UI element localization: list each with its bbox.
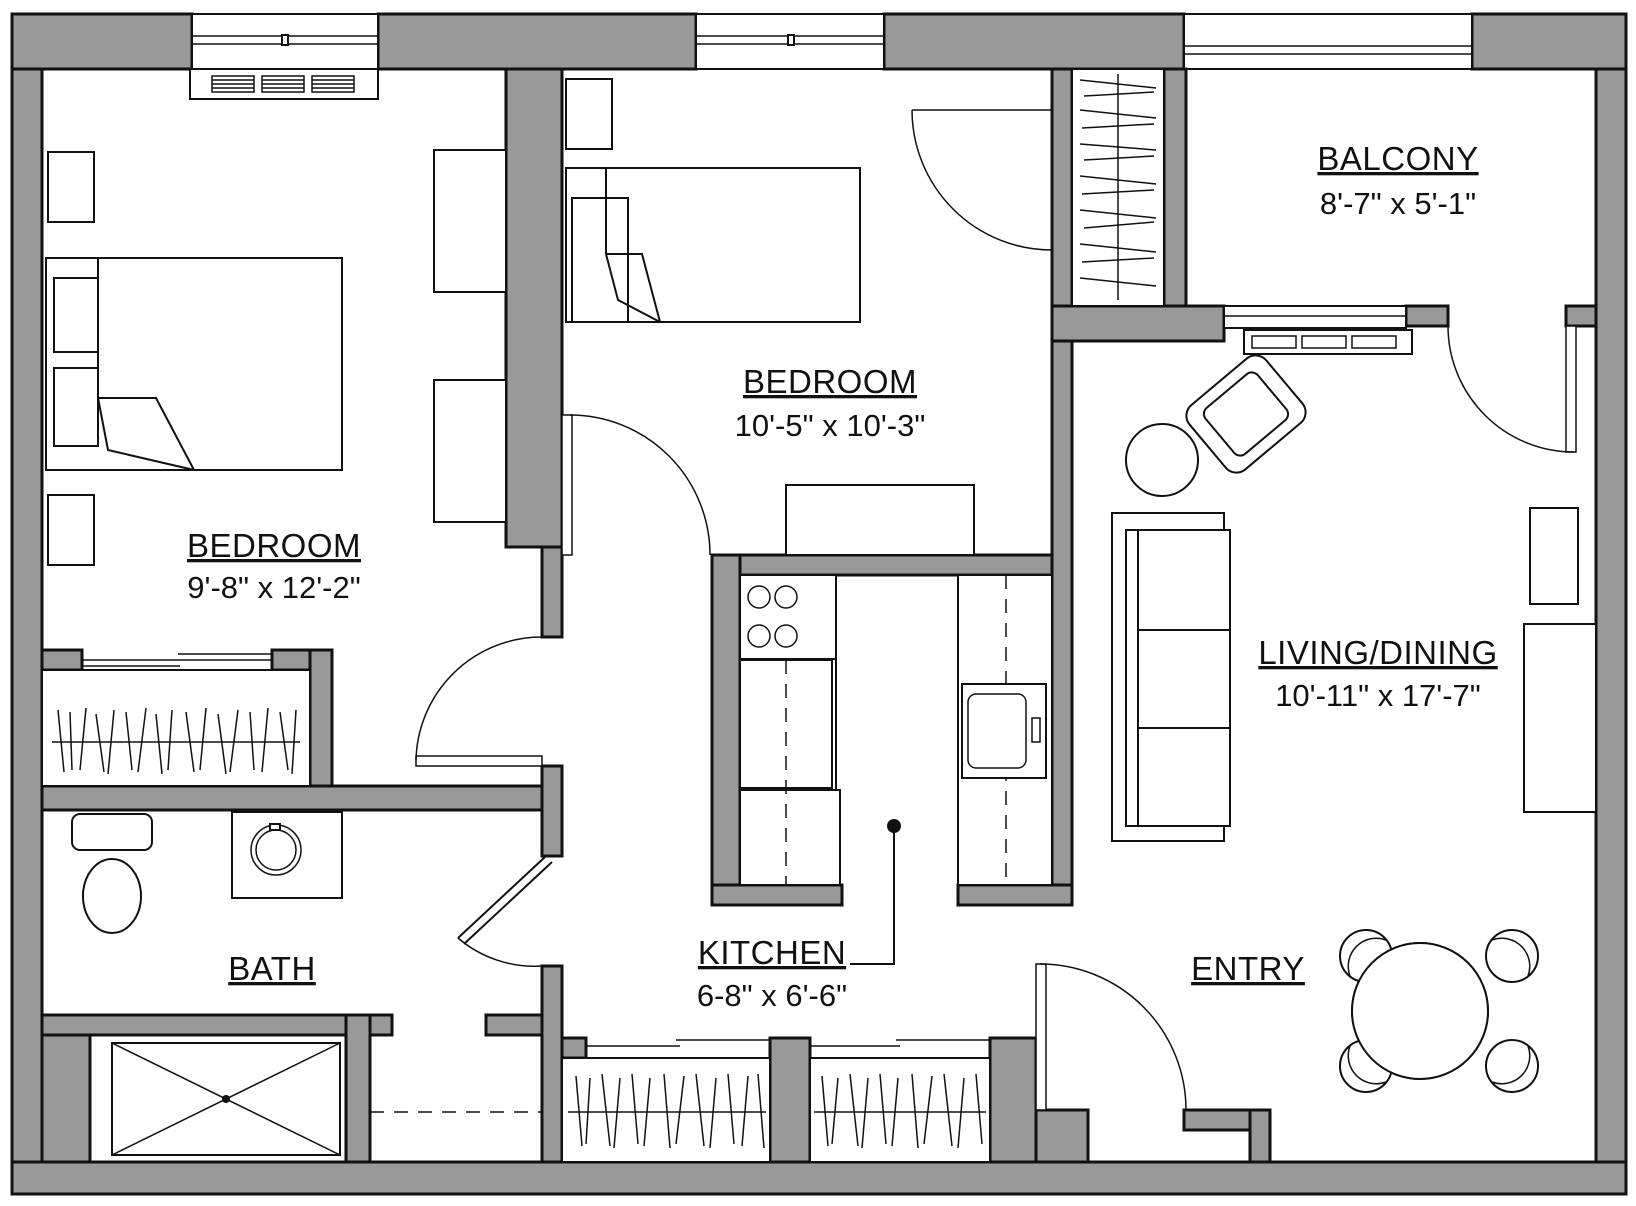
window-center-bedroom [695, 13, 885, 70]
balcony-area [1223, 305, 1577, 453]
label-bedroom-left: BEDROOM [187, 527, 361, 564]
label-bedroom-center: BEDROOM [743, 363, 917, 400]
window-left-bedroom [191, 13, 379, 70]
pillow [53, 277, 99, 353]
nightstand [565, 78, 613, 150]
bottom-closets [561, 1039, 991, 1163]
dining-set [1339, 929, 1539, 1093]
dim-balcony: 8'-7" x 5'-1" [1320, 186, 1476, 221]
chair [1485, 929, 1539, 983]
chair [1485, 1039, 1539, 1093]
pillow [53, 367, 99, 447]
media-console [1523, 623, 1597, 813]
living-dining-furniture [1111, 354, 1597, 1093]
nightstand [47, 494, 95, 566]
armchair [1185, 354, 1307, 474]
left-bedroom-closet [41, 653, 311, 787]
left-bedroom-furniture [45, 68, 507, 566]
dim-living-dining: 10'-11" x 17'-7" [1275, 678, 1481, 713]
dim-bedroom-center: 10'-5" x 10'-3" [735, 408, 926, 443]
interior-walls [40, 67, 1598, 1164]
toilet-bowl [82, 858, 142, 934]
label-kitchen: KITCHEN [698, 934, 846, 971]
dresser [433, 379, 507, 523]
dresser [433, 149, 507, 293]
balcony-window [1223, 305, 1407, 329]
bath-fixtures [40, 811, 542, 1164]
sink [961, 683, 1047, 779]
desk [785, 484, 975, 556]
dim-bedroom-left: 9'-8" x 12'-2" [187, 570, 360, 605]
pillow [571, 197, 629, 323]
windows [191, 13, 1473, 70]
toilet-tank [71, 813, 153, 851]
label-entry: ENTRY [1191, 950, 1305, 987]
cabinet [739, 789, 841, 886]
side-table [1125, 423, 1199, 497]
doors [415, 636, 1187, 1111]
label-bath: BATH [228, 950, 316, 987]
vanity [231, 811, 343, 899]
shelf [1529, 507, 1579, 605]
room-labels: BEDROOM 9'-8" x 12'-2" BEDROOM 10'-5" x … [187, 140, 1497, 1013]
hvac-unit [1243, 329, 1413, 355]
label-balcony: BALCONY [1317, 140, 1478, 177]
dim-kitchen: 6-8" x 6'-6" [697, 978, 847, 1013]
kitchen-fixtures [739, 574, 1053, 965]
label-living-dining: LIVING/DINING [1258, 634, 1497, 671]
center-bedroom-closet [911, 68, 1165, 307]
range [739, 574, 837, 660]
window-balcony [1183, 13, 1473, 70]
nightstand [47, 151, 95, 223]
center-bedroom-furniture [561, 78, 975, 556]
